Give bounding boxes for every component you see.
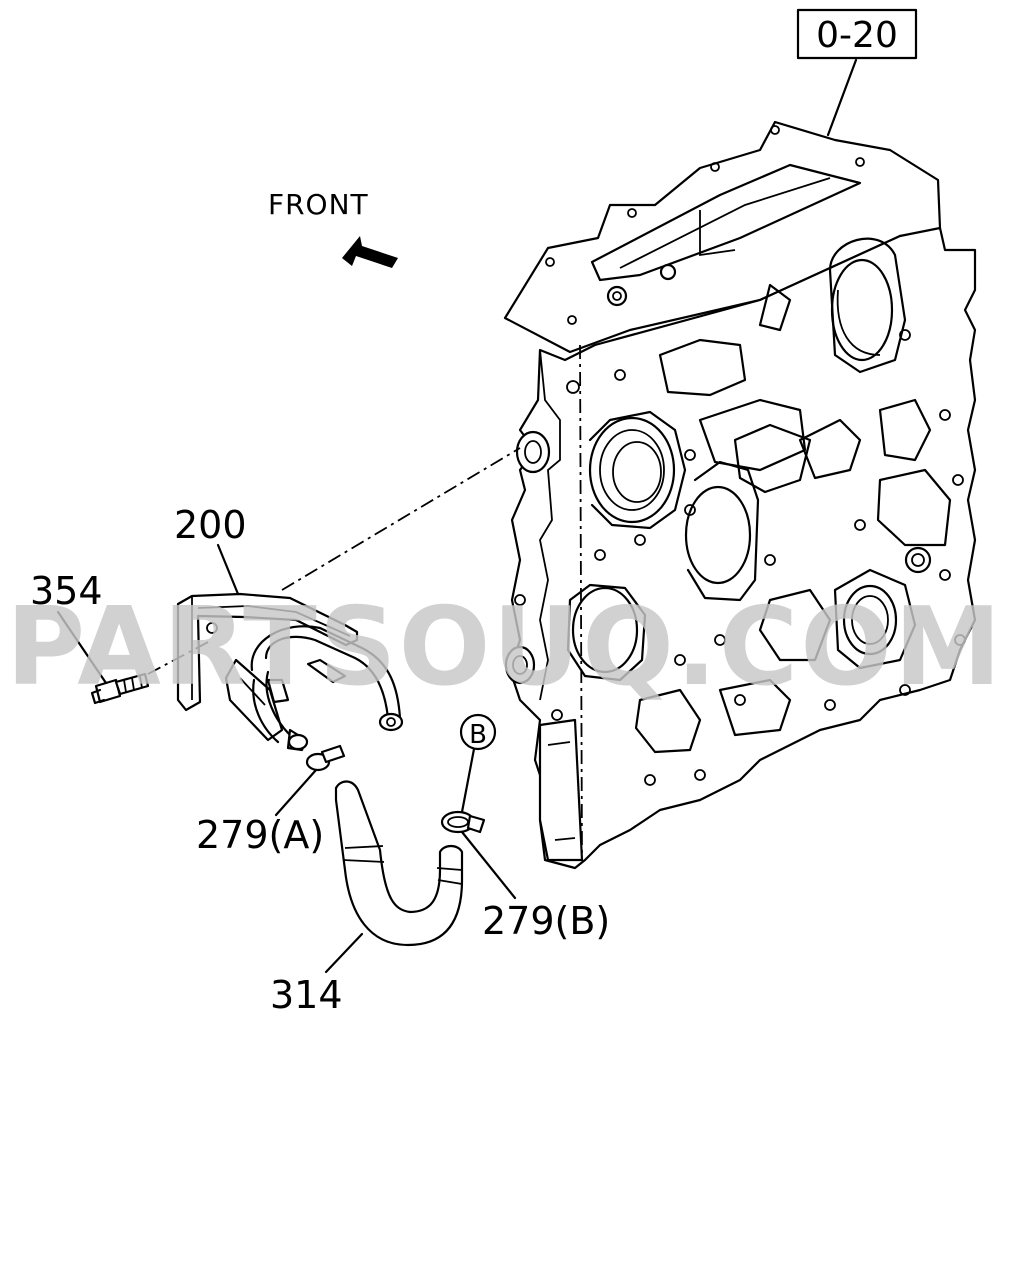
clamp-279b-leader [460,830,517,900]
part-label-279a[interactable]: 279(A) [196,813,324,857]
watermark: PARTSOUQ.COM [6,585,1003,710]
front-direction-label: FRONT [268,188,369,221]
right-bore [828,237,907,374]
bolt-354 [90,672,150,705]
pipe-assembly [250,625,404,752]
reference-leader [826,58,858,137]
front-arrow-icon [342,236,398,268]
bracket-leader-dashed [281,447,521,591]
hose-314 [334,780,464,947]
part-label-314[interactable]: 314 [270,973,343,1017]
callout-b-leader [460,747,476,814]
case-body [508,226,977,870]
hose-314-leader [324,932,364,974]
left-bore [588,410,687,530]
clamp-279b [440,810,486,834]
bolt-leader-dashed [147,639,213,675]
case-top-slot [590,163,862,282]
timing-case [503,120,977,870]
lower-left-bore [566,583,647,682]
clamp-279a [305,744,346,772]
bolt-354-leader [56,610,108,685]
callout-b-label: B [469,720,487,750]
part-label-279b[interactable]: 279(B) [482,899,610,943]
reference-box-label: 0-20 [816,15,898,56]
reference-box[interactable]: 0-20 [796,8,918,60]
mounting-boss [504,430,551,685]
part-200-leader [216,543,240,596]
part-label-354[interactable]: 354 [30,569,103,613]
clamp-279a-leader [274,768,318,817]
callout-b[interactable]: B [459,713,497,751]
part-label-200[interactable]: 200 [174,503,247,547]
lower-right-bore [833,546,932,670]
